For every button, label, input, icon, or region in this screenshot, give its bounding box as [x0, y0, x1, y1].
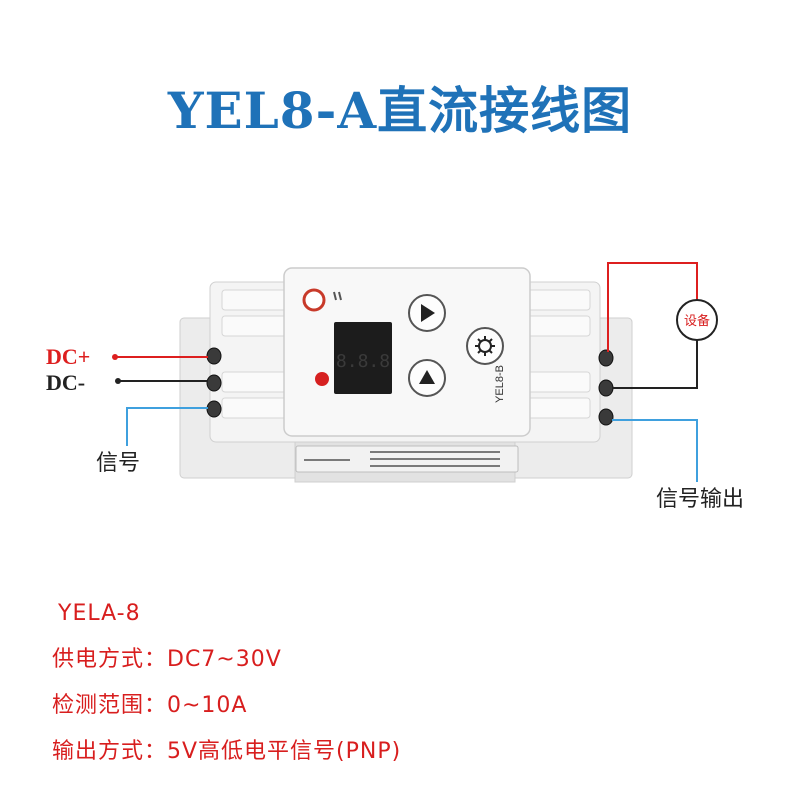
signal-out-label: 信号输出 [656, 487, 745, 512]
spec-power-supply: 供电方式：DC7~30V [52, 647, 282, 672]
left-terminals [206, 347, 222, 418]
wire-dc-minus-end [115, 378, 121, 384]
led-display [334, 322, 392, 394]
terminal-out-1 [598, 349, 614, 367]
right-ridges [523, 289, 591, 419]
wire-device-top [607, 262, 698, 352]
wire-signal-in [126, 407, 208, 446]
terminal-out-3 [598, 408, 614, 426]
signal-in-label: 信号 [96, 451, 141, 476]
spec-list: YELA-8 供电方式：DC7~30V 检测范围：0~10A 输出方式：5V高低… [52, 598, 401, 782]
page-title: YEL8-A直流接线图 [167, 81, 633, 140]
triangle-right-icon [421, 304, 435, 322]
dc-plus-label: DC+ [46, 344, 91, 369]
led-digits: 8.8.8 [336, 351, 390, 372]
spec-detection-range: 检测范围：0~10A [52, 693, 248, 718]
right-terminals [598, 349, 614, 426]
spec-model: YELA-8 [58, 601, 141, 626]
terminal-dc-plus [206, 347, 222, 365]
wire-signal-out [612, 419, 698, 482]
device-circle [676, 299, 718, 341]
brand-logo-text [333, 291, 342, 301]
dc-minus-label: DC- [46, 370, 86, 395]
terminal-dc-minus [206, 374, 222, 392]
wire-device-bottom [612, 340, 698, 389]
set-button[interactable] [466, 327, 504, 365]
label-text-lines [304, 451, 500, 467]
spec-output-mode: 输出方式：5V高低电平信号(PNP) [52, 739, 402, 764]
device-label: 设备 [684, 313, 710, 329]
model-label: YEL8-B [494, 365, 506, 403]
triangle-up-icon [419, 370, 435, 384]
indicator-led [315, 372, 329, 386]
terminal-out-2 [598, 379, 614, 397]
gear-icon [475, 336, 495, 356]
brand-logo-icon [302, 288, 326, 312]
wire-dc-plus-end [112, 354, 118, 360]
terminal-signal-in [206, 400, 222, 418]
